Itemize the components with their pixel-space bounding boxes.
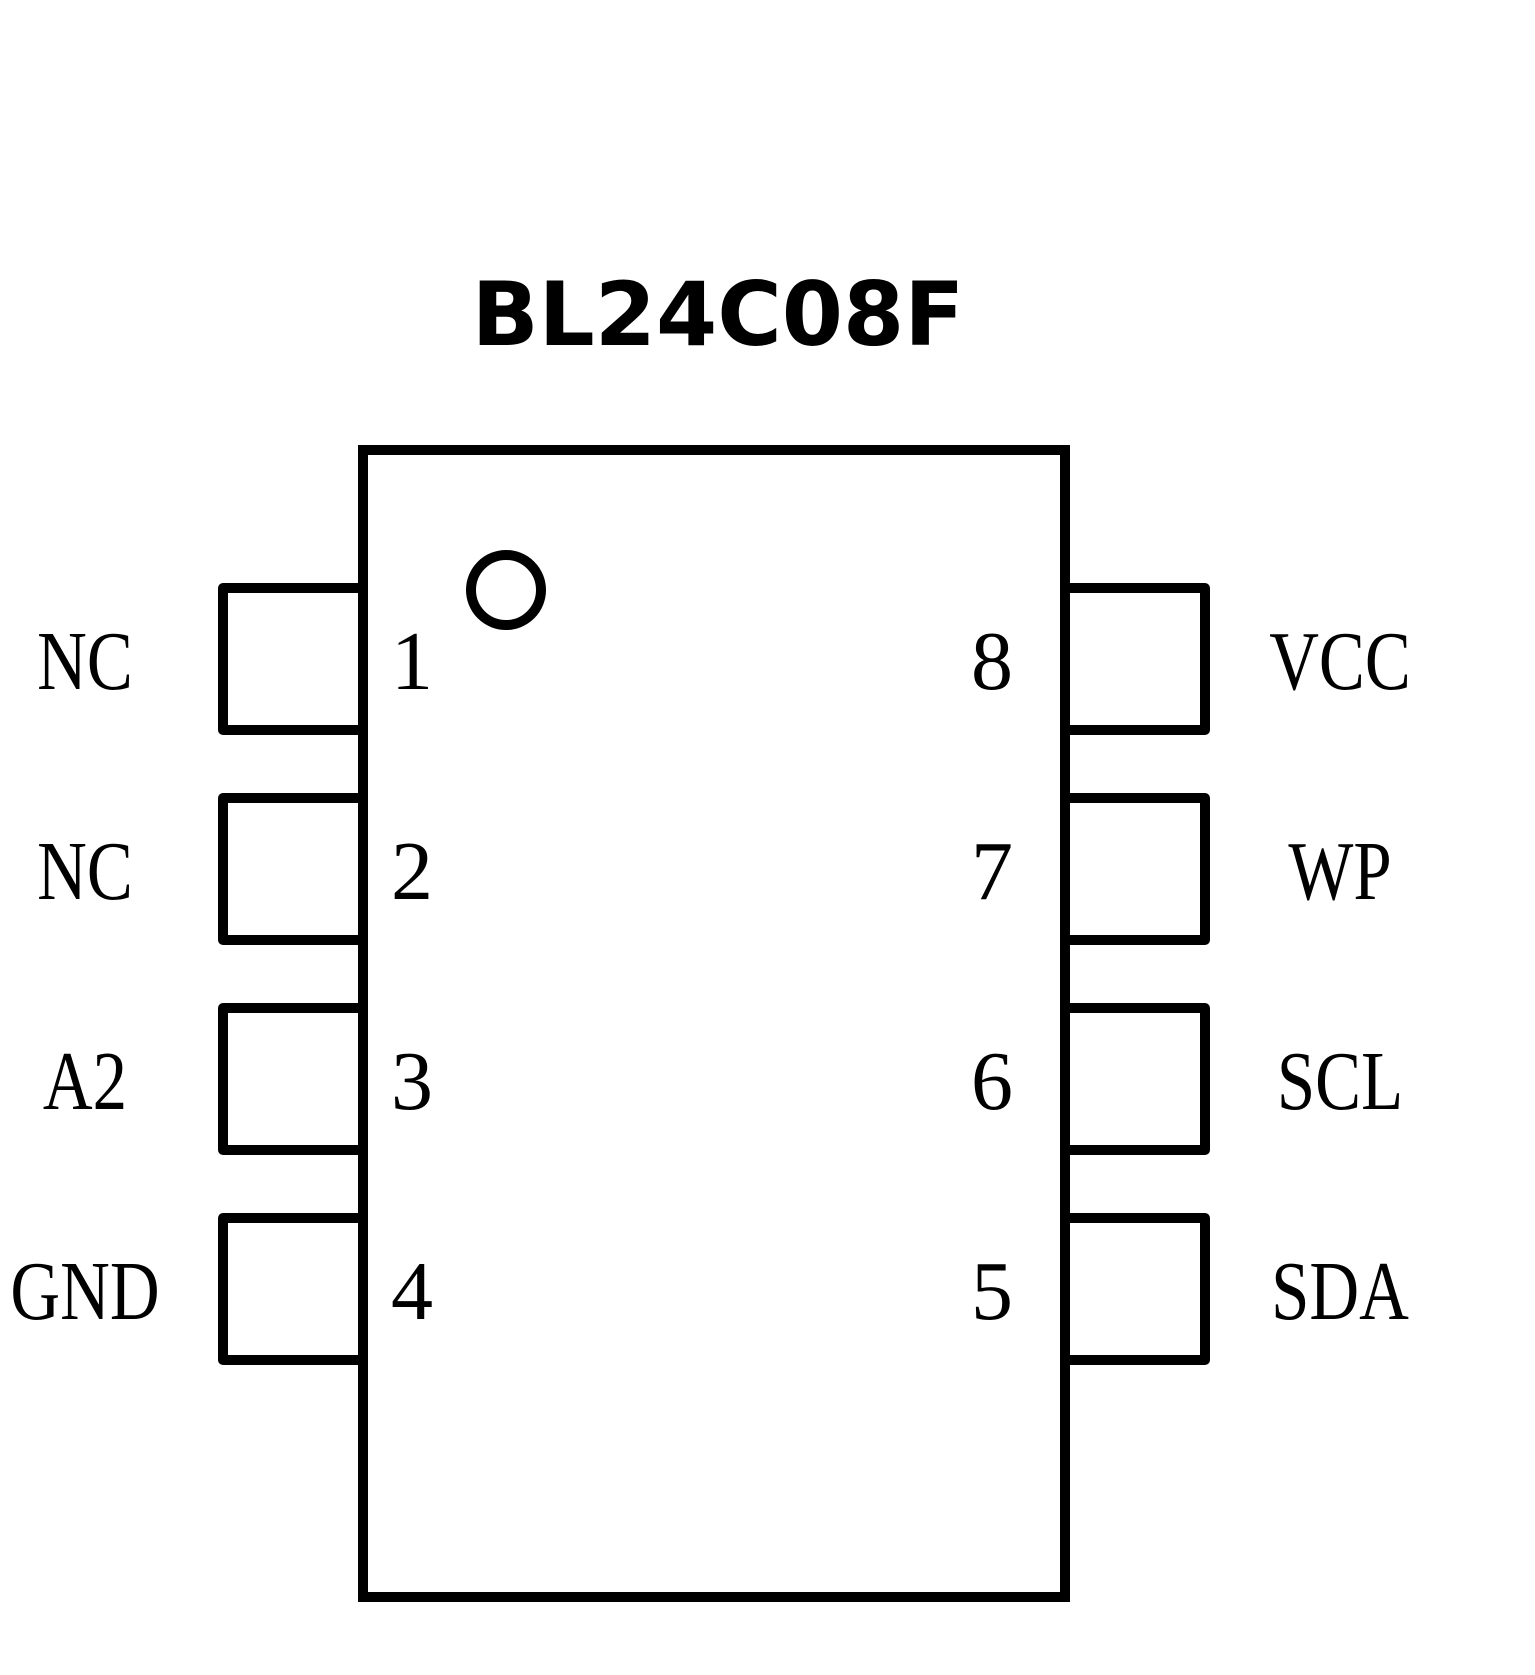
chip-body <box>358 445 1070 1602</box>
pin-name: VCC <box>1269 615 1411 708</box>
pin-pad <box>1065 793 1210 945</box>
pin-number: 8 <box>971 615 1013 708</box>
pin-name: SCL <box>1277 1035 1403 1128</box>
pin-name: GND <box>10 1245 159 1338</box>
pin-8: 8 VCC <box>971 583 1411 735</box>
pin-pad <box>218 793 363 945</box>
pin-number: 7 <box>971 825 1013 918</box>
pin-2: 2 NC <box>37 793 433 945</box>
pin-6: 6 SCL <box>971 1003 1403 1155</box>
pin-7: 7 WP <box>971 793 1392 945</box>
pin1-marker-circle-icon <box>466 550 546 630</box>
pin-pad <box>218 1003 363 1155</box>
pin-name: NC <box>37 825 133 918</box>
pin-pad <box>1065 1213 1210 1365</box>
pin-3: 3 A2 <box>43 1003 433 1155</box>
pin-pad <box>218 1213 363 1365</box>
pin-number: 1 <box>391 615 433 708</box>
pin-name: NC <box>37 615 133 708</box>
pin-number: 6 <box>971 1035 1013 1128</box>
pin-number: 3 <box>391 1035 433 1128</box>
pin-number: 5 <box>971 1245 1013 1338</box>
pin-5: 5 SDA <box>971 1213 1409 1365</box>
pin-4: 4 GND <box>10 1213 433 1365</box>
pin-pad <box>1065 583 1210 735</box>
pin-name: SDA <box>1271 1245 1409 1338</box>
pin-1: 1 NC <box>37 583 433 735</box>
pin-pad <box>1065 1003 1210 1155</box>
pin-name: A2 <box>43 1035 127 1128</box>
pin-name: WP <box>1288 825 1391 918</box>
pin-number: 4 <box>391 1245 433 1338</box>
chip-title: BL24C08F <box>472 263 965 366</box>
pin-pad <box>218 583 363 735</box>
pin-number: 2 <box>391 825 433 918</box>
